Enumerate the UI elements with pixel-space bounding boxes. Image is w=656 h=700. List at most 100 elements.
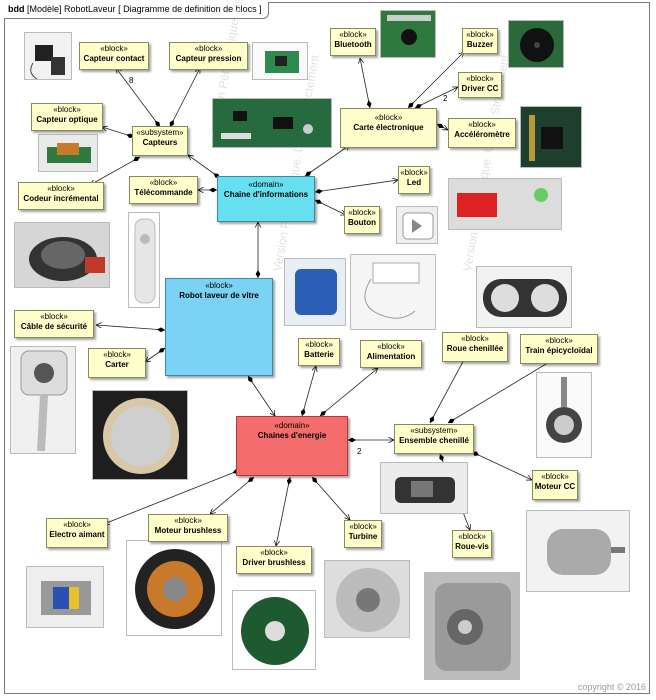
block-telecommande[interactable]: «block» Télécommande <box>129 176 198 204</box>
link-energie-turbine <box>311 476 350 520</box>
codeur-photo <box>14 222 110 288</box>
block-stereotype: «block» <box>100 44 128 53</box>
block-stereotype: «block» <box>377 342 405 351</box>
block-moteur-cc[interactable]: «block» Moteur CC <box>532 470 578 500</box>
link-energie-batterie <box>302 366 316 417</box>
block-roue-chenillee[interactable]: «block» Roue chenillée <box>442 332 508 362</box>
cable-photo <box>10 346 76 454</box>
block-stereotype: «subsystem» <box>136 128 184 137</box>
block-chaines-energie[interactable]: «domain» Chaines d'energie <box>236 416 348 476</box>
link-capteurs-pression <box>169 68 201 128</box>
block-name: Ensemble chenillé <box>399 436 469 445</box>
block-name: Led <box>406 178 422 187</box>
link-ensemble-roue <box>429 356 466 424</box>
capteur-optique-photo <box>38 134 98 172</box>
link-capteurs-codeur <box>90 156 141 185</box>
block-name: Electro aimant <box>49 530 105 539</box>
block-driver-cc[interactable]: «block» Driver CC <box>458 72 502 98</box>
batterie-photo <box>284 258 346 326</box>
block-led[interactable]: «block» Led <box>398 166 430 194</box>
turbine-photo <box>324 560 410 638</box>
block-stereotype: «block» <box>40 312 68 321</box>
block-name: Carte électronique <box>353 123 424 132</box>
block-name: Câble de sécurité <box>20 322 88 331</box>
block-stereotype: «block» <box>149 178 178 187</box>
diagram-kind: bdd <box>8 4 25 14</box>
block-carte-electronique[interactable]: «block» Carte électronique <box>340 108 437 148</box>
block-stereotype: «block» <box>103 350 131 359</box>
link-capteurs-contact <box>116 68 161 128</box>
block-roue-vis[interactable]: «block» Roue-vis <box>452 530 492 558</box>
block-codeur-incremental[interactable]: «block» Codeur incrémental <box>18 182 104 210</box>
block-stereotype: «block» <box>174 516 202 525</box>
block-bouton[interactable]: «block» Bouton <box>344 206 380 234</box>
diagram-tab: bdd [Modèle] RobotLaveur [ Diagramme de … <box>4 2 269 19</box>
driver-brushless-photo <box>232 590 316 670</box>
block-capteurs[interactable]: «subsystem» Capteurs <box>132 126 188 156</box>
block-stereotype: «block» <box>374 113 403 122</box>
block-name: Capteurs <box>142 138 178 147</box>
block-carter[interactable]: «block» Carter <box>88 348 146 378</box>
link-energie-alimentation <box>319 368 378 417</box>
block-name: Chaines d'energie <box>257 431 327 440</box>
multiplicity-label: 2 <box>443 94 448 103</box>
link-robot-carter <box>145 347 166 362</box>
link-carte-buzzer <box>407 52 464 109</box>
block-bluetooth[interactable]: «block» Bluetooth <box>330 28 376 56</box>
block-chaine-informations[interactable]: «domain» Chaine d'informations <box>217 176 315 222</box>
block-name: Carter <box>105 360 129 369</box>
block-cable-securite[interactable]: «block» Câble de sécurité <box>14 310 94 338</box>
block-name: Roue-vis <box>455 542 489 551</box>
link-info-capteurs <box>188 155 221 179</box>
link-carte-bluetooth <box>360 58 370 109</box>
block-electro-aimant[interactable]: «block» Electro aimant <box>46 518 108 548</box>
moteur-brushless-photo <box>126 540 222 636</box>
block-stereotype: «block» <box>466 30 494 39</box>
block-robot-laveur[interactable]: «block» Robot laveur de vitre <box>165 278 273 376</box>
block-accelerometre[interactable]: «block» Accéléromètre <box>448 118 516 148</box>
block-ensemble-chenille[interactable]: «subsystem» Ensemble chenillé <box>394 424 474 454</box>
link-energie-driver-brushless <box>276 476 290 546</box>
block-capteur-pression[interactable]: «block» Capteur pression <box>169 42 248 70</box>
block-buzzer[interactable]: «block» Buzzer <box>462 28 498 54</box>
block-capteur-optique[interactable]: «block» Capteur optique <box>31 103 103 131</box>
block-name: Chaine d'informations <box>223 190 309 199</box>
bouton-photo <box>396 206 438 244</box>
block-name: Train épicycloïdal <box>525 346 593 355</box>
block-stereotype: «block» <box>400 168 428 177</box>
block-stereotype: «block» <box>205 281 233 290</box>
block-stereotype: «block» <box>349 522 377 531</box>
block-moteur-brushless[interactable]: «block» Moteur brushless <box>148 514 228 542</box>
block-name: Driver brushless <box>242 558 306 567</box>
link-robot-energie <box>247 375 275 416</box>
link-carte-accelerometre <box>436 123 448 130</box>
block-train-epicycloidal[interactable]: «block» Train épicycloïdal <box>520 334 598 364</box>
block-capteur-contact[interactable]: «block» Capteur contact <box>79 42 149 70</box>
block-stereotype: «block» <box>260 548 288 557</box>
link-info-led <box>314 180 398 192</box>
block-stereotype: «block» <box>305 340 333 349</box>
link-carte-driver <box>414 87 458 108</box>
block-name: Codeur incrémental <box>23 194 99 203</box>
accelerometre-photo <box>520 106 582 168</box>
block-alimentation[interactable]: «block» Alimentation <box>360 340 422 368</box>
block-name: Alimentation <box>366 352 416 361</box>
ensemble-photo <box>380 462 468 514</box>
block-name: Capteur optique <box>36 115 98 124</box>
block-driver-brushless[interactable]: «block» Driver brushless <box>236 546 312 574</box>
block-name: Capteur contact <box>83 54 145 63</box>
train-photo <box>536 372 592 458</box>
buzzer-photo <box>508 20 564 68</box>
block-stereotype: «block» <box>47 184 75 193</box>
link-capteurs-optique <box>102 127 135 137</box>
roue-chenillee-photo <box>476 266 572 328</box>
bluetooth-photo <box>380 10 436 58</box>
link-ensemble-train <box>447 358 556 424</box>
block-stereotype: «block» <box>194 44 223 53</box>
link-info-carte <box>304 145 350 177</box>
block-batterie[interactable]: «block» Batterie <box>298 338 340 366</box>
block-turbine[interactable]: «block» Turbine <box>344 520 382 548</box>
diagram-title: [Modèle] RobotLaveur [ Diagramme de defi… <box>27 4 262 14</box>
capteur-contact-photo <box>24 32 72 80</box>
block-name: Capteur pression <box>175 54 242 63</box>
